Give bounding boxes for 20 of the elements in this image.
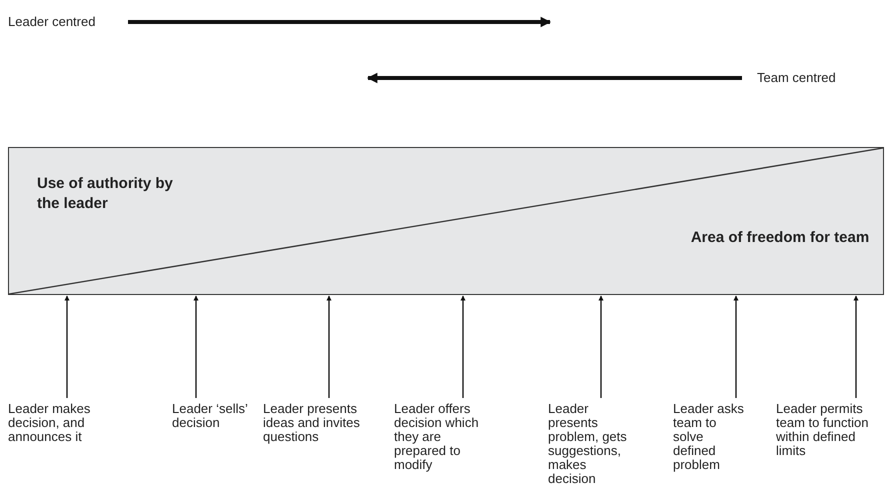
arrow (64, 295, 70, 398)
direction-arrow (128, 16, 552, 28)
arrow (733, 295, 739, 398)
arrow (326, 295, 332, 398)
area-heading: Use of authority by the leader (37, 174, 174, 214)
behaviour-label: Leader presents problem, gets suggestions, makes decision (548, 402, 630, 486)
area-heading: Area of freedom for team (690, 228, 870, 248)
scale-label: Leader centred (8, 15, 123, 29)
arrow (193, 295, 199, 398)
arrow (460, 295, 466, 398)
behaviour-label: Leader ‘sells’ decision (172, 402, 262, 430)
direction-arrow (366, 72, 742, 84)
behaviour-label: Leader permits team to function within defined limits (776, 402, 886, 458)
behaviour-label: Leader offers decision which they are prepared to modify (394, 402, 492, 472)
scale-label: Team centred (757, 71, 887, 85)
arrow (853, 295, 859, 398)
behaviour-label: Leader presents ideas and invites questions (263, 402, 388, 444)
behaviour-label: Leader asks team to solve defined problem (673, 402, 749, 472)
behaviour-label: Leader makes decision, and announces it (8, 402, 133, 444)
arrow (598, 295, 604, 398)
